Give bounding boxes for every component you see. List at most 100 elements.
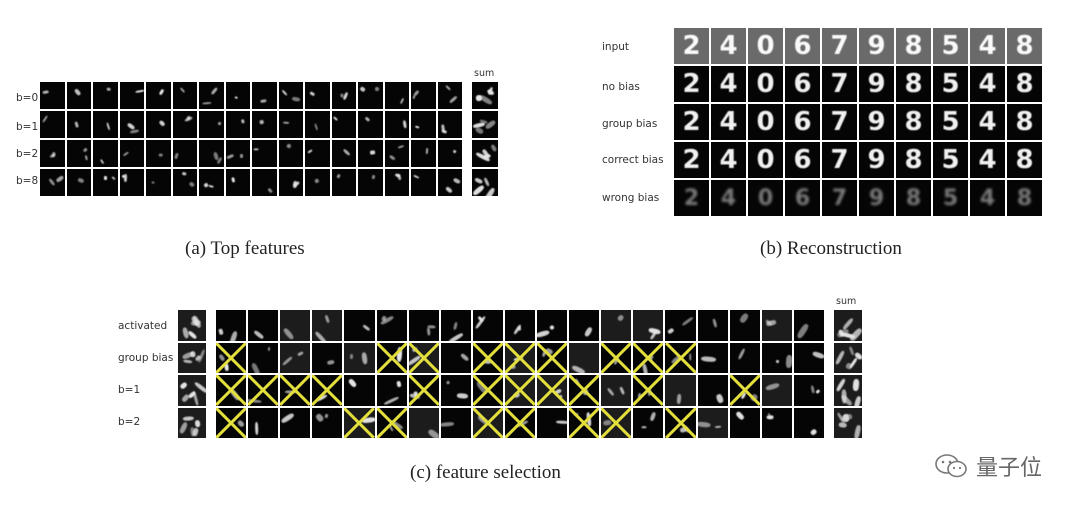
x-mark-icon <box>312 375 342 406</box>
x-mark-icon <box>601 408 631 439</box>
image-tile <box>278 140 303 167</box>
image-tile: 6 <box>785 180 820 216</box>
x-mark-icon <box>633 375 663 406</box>
image-tile: 2 <box>674 66 709 102</box>
image-tile <box>146 169 171 196</box>
image-tile <box>252 82 277 109</box>
digit-glyph: 5 <box>942 185 959 211</box>
image-tile: 8 <box>896 104 931 140</box>
image-tile <box>437 111 462 138</box>
image-tile <box>411 82 436 109</box>
image-tile <box>569 342 600 373</box>
image-tile: 6 <box>785 66 820 102</box>
digit-glyph: 6 <box>793 145 812 175</box>
sum-column <box>834 310 862 438</box>
digit-glyph: 7 <box>830 107 849 137</box>
image-tile <box>66 111 91 138</box>
image-tile <box>761 342 792 373</box>
digit-glyph: 8 <box>904 145 923 175</box>
image-tile <box>40 82 65 109</box>
x-mark-icon <box>505 375 535 406</box>
sum-label: sum <box>474 68 495 79</box>
x-mark-icon <box>537 343 567 374</box>
image-tile <box>172 140 197 167</box>
x-mark-icon <box>216 375 246 406</box>
digit-glyph: 8 <box>1015 31 1034 61</box>
image-tile <box>252 140 277 167</box>
image-tile <box>633 310 664 341</box>
image-tile: 0 <box>748 104 783 140</box>
image-tile: 0 <box>748 142 783 178</box>
image-tile: 9 <box>859 180 894 216</box>
image-tile <box>93 169 118 196</box>
image-tile: 7 <box>822 104 857 140</box>
digit-glyph: 2 <box>682 107 701 137</box>
feature-grid <box>40 82 462 196</box>
input-column <box>178 310 206 438</box>
image-tile <box>248 342 279 373</box>
image-tile <box>537 375 568 406</box>
image-tile <box>199 140 224 167</box>
image-tile: 9 <box>859 66 894 102</box>
caption-a: (a) Top features <box>185 238 305 259</box>
image-tile <box>66 82 91 109</box>
image-tile: 7 <box>822 142 857 178</box>
row-label: group bias <box>118 352 174 364</box>
image-tile <box>312 375 343 406</box>
image-tile <box>248 310 279 341</box>
image-tile <box>280 375 311 406</box>
image-tile <box>793 310 824 341</box>
x-mark-icon <box>730 375 760 406</box>
image-tile: 6 <box>785 104 820 140</box>
row-label: no bias <box>602 81 640 93</box>
image-tile <box>252 111 277 138</box>
row-label: wrong bias <box>602 192 660 204</box>
digit-glyph: 6 <box>793 31 812 61</box>
image-tile: 4 <box>711 142 746 178</box>
image-tile <box>697 310 728 341</box>
image-tile <box>178 407 206 438</box>
digit-glyph: 6 <box>793 107 812 137</box>
digit-glyph: 8 <box>904 107 923 137</box>
image-tile: 8 <box>1007 66 1042 102</box>
image-tile <box>278 82 303 109</box>
image-tile <box>178 342 206 373</box>
image-tile <box>93 82 118 109</box>
image-tile: 2 <box>674 104 709 140</box>
image-tile <box>834 342 862 373</box>
image-tile <box>119 82 144 109</box>
image-tile <box>472 310 503 341</box>
x-mark-icon <box>248 375 278 406</box>
image-tile <box>537 407 568 438</box>
row-label: b=2 <box>16 148 39 160</box>
image-tile: 9 <box>859 142 894 178</box>
digit-glyph: 8 <box>1015 69 1034 99</box>
image-tile <box>331 140 356 167</box>
image-tile <box>358 169 383 196</box>
image-tile <box>665 342 696 373</box>
image-tile: 4 <box>970 104 1005 140</box>
digit-glyph: 0 <box>756 145 775 175</box>
image-tile <box>408 407 439 438</box>
digit-glyph: 7 <box>830 69 849 99</box>
x-mark-icon <box>377 408 407 439</box>
digit-glyph: 9 <box>867 107 886 137</box>
image-tile <box>172 111 197 138</box>
image-tile <box>834 375 862 406</box>
image-tile <box>248 375 279 406</box>
image-tile <box>40 140 65 167</box>
digit-glyph: 8 <box>1015 107 1034 137</box>
x-mark-icon <box>601 343 631 374</box>
image-tile <box>504 375 536 406</box>
image-tile <box>633 342 664 373</box>
image-tile <box>408 375 439 406</box>
digit-glyph: 7 <box>830 145 849 175</box>
image-tile <box>440 310 471 341</box>
digit-glyph: 7 <box>831 185 848 211</box>
digit-glyph: 5 <box>941 107 960 137</box>
image-tile <box>305 169 330 196</box>
image-tile: 9 <box>859 28 894 64</box>
digit-glyph: 4 <box>719 107 738 137</box>
image-tile <box>216 407 247 438</box>
row-label: b=8 <box>16 175 39 187</box>
